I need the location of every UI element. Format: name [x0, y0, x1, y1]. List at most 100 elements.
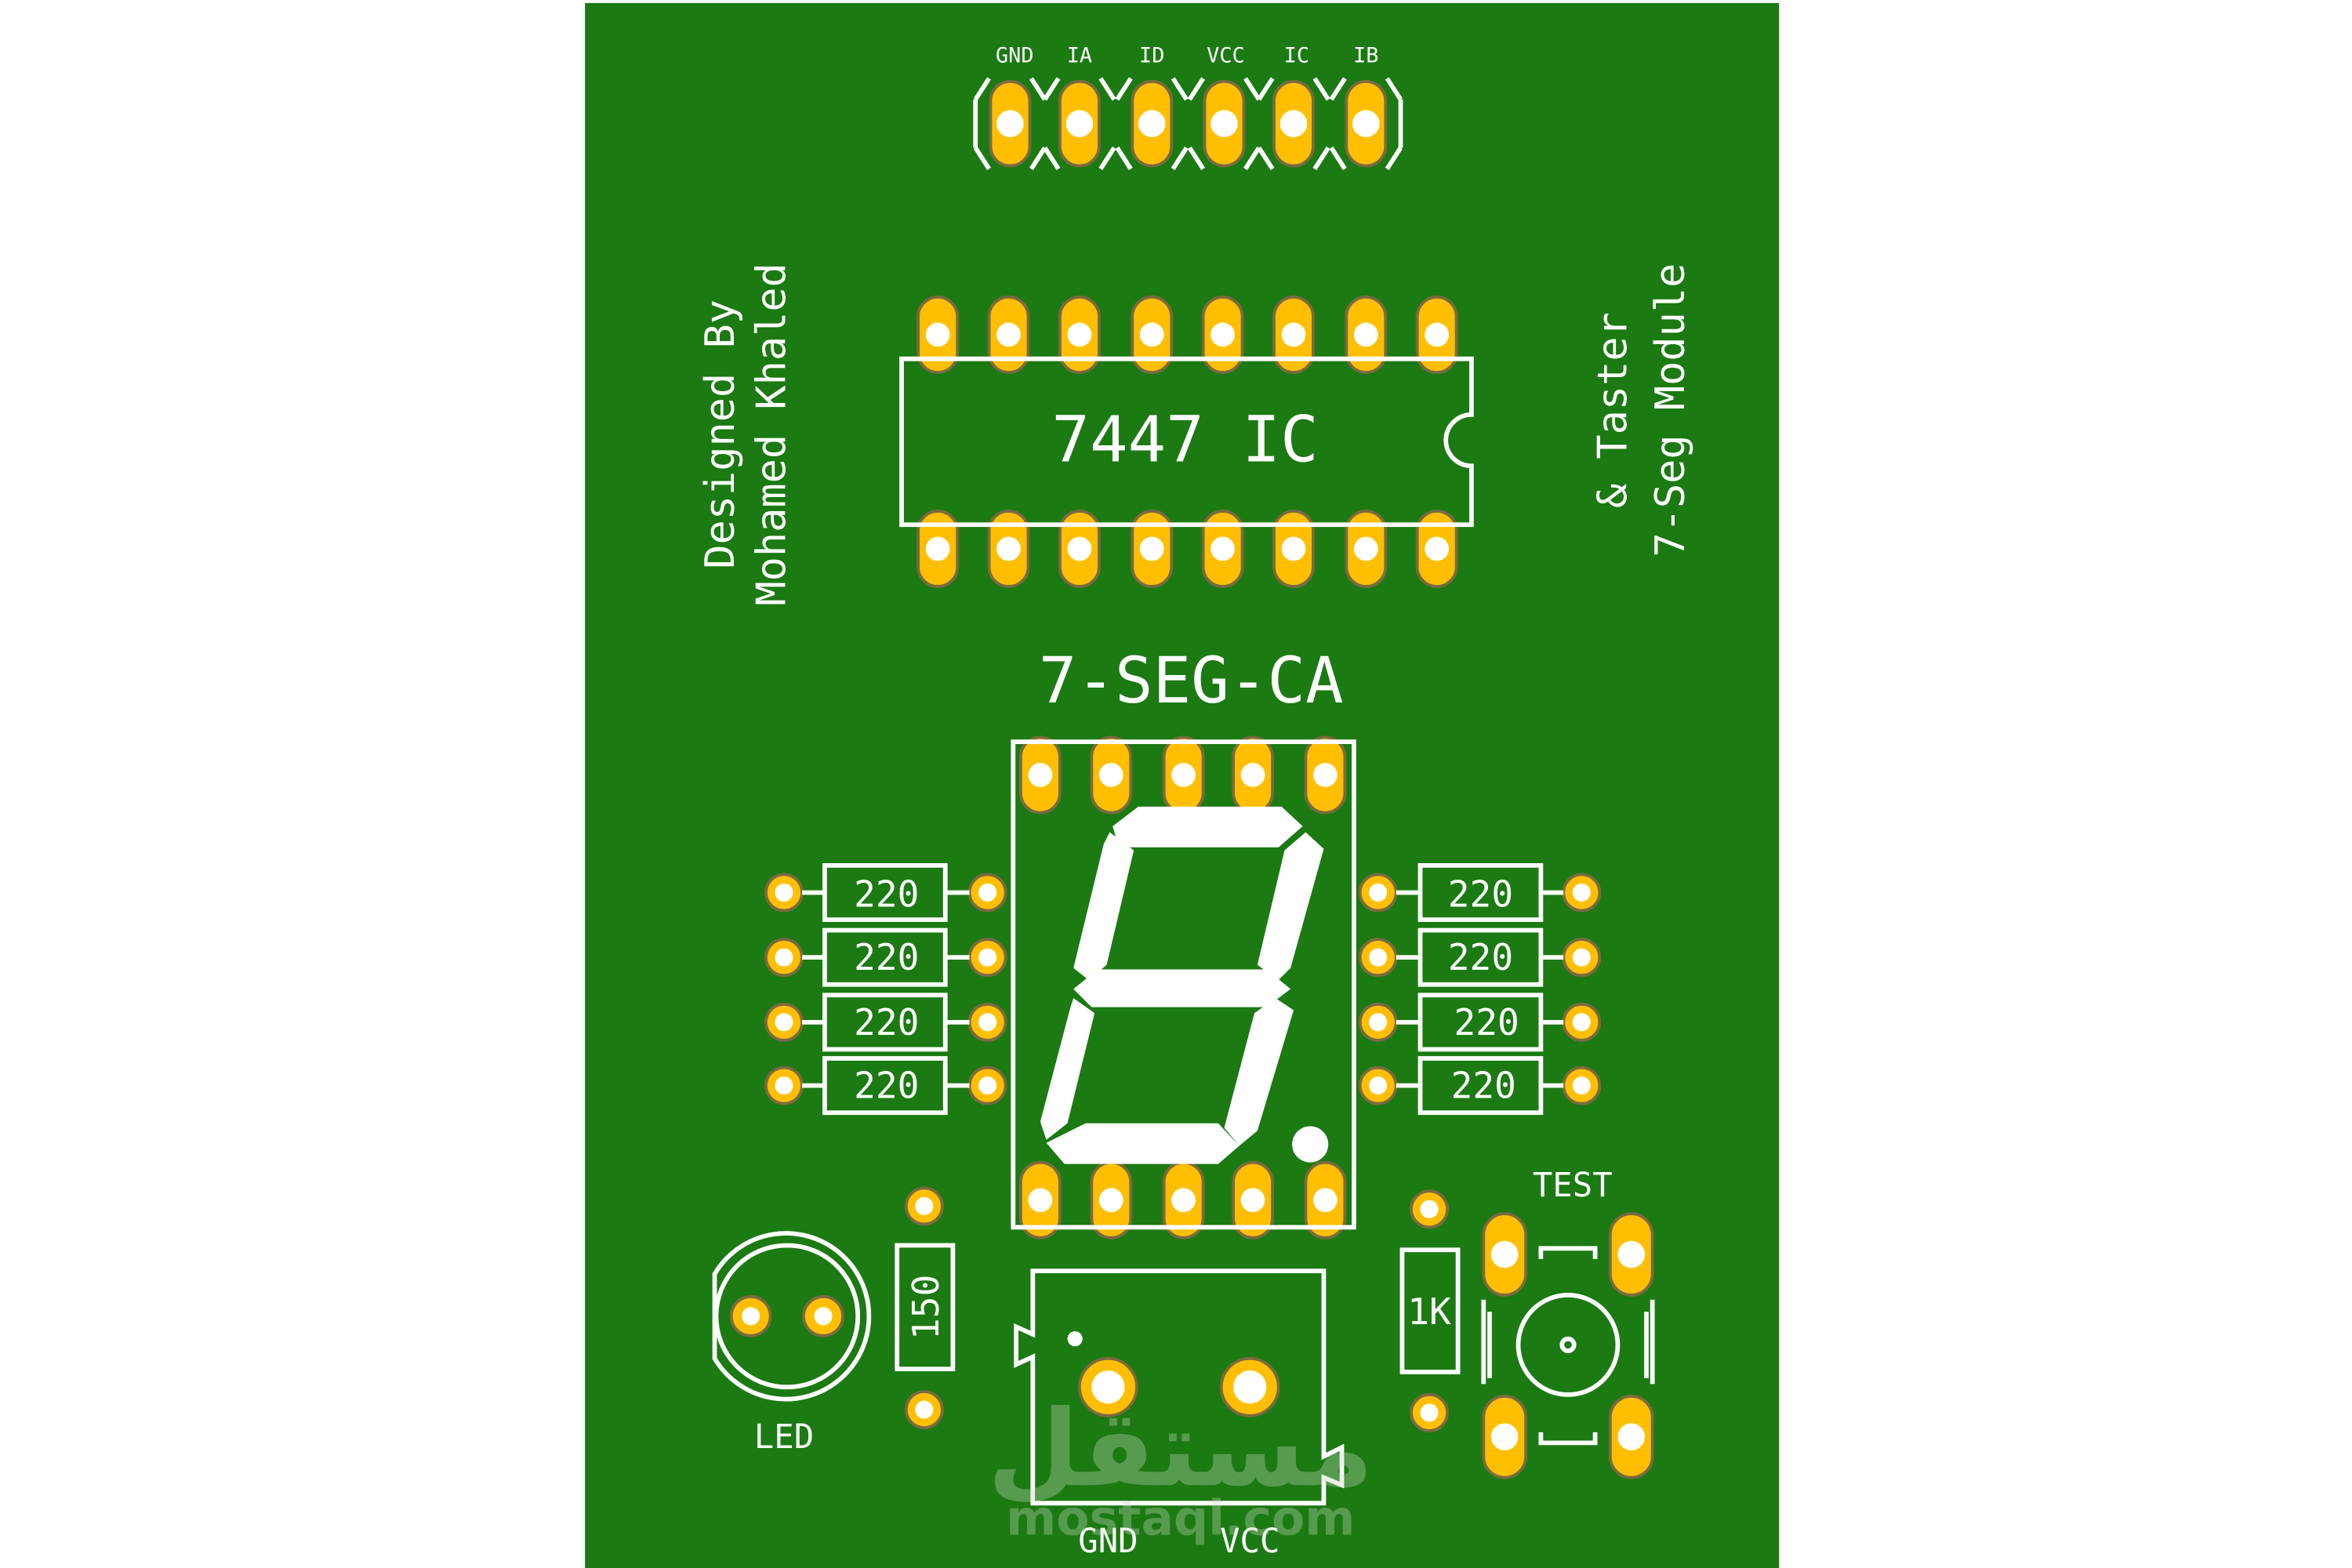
- drill-hole: [978, 1013, 997, 1032]
- drill-hole: [1171, 1188, 1196, 1213]
- drill-hole: [925, 322, 950, 347]
- header-label: IB: [1353, 44, 1378, 68]
- header-label: ID: [1139, 44, 1164, 68]
- drill-hole: [775, 1076, 793, 1095]
- drill-hole: [1369, 883, 1388, 902]
- display-outline: [1011, 739, 1356, 1230]
- resistor-label: 220: [1454, 1001, 1519, 1044]
- credits-line2: Mohamed Khaled: [749, 263, 796, 606]
- drill-hole: [1490, 1423, 1519, 1450]
- credits-line1: Designed By: [697, 299, 744, 569]
- ic-outline: [899, 356, 1474, 528]
- drill-hole: [1617, 1423, 1646, 1450]
- drill-hole: [1425, 322, 1450, 347]
- drill-hole: [925, 536, 950, 561]
- segment-b: [1257, 832, 1324, 980]
- resistor-label: 220: [854, 1001, 919, 1044]
- resistor-labels: 220 220 220 220 220 220 220 220: [854, 873, 1519, 1106]
- drill-hole: [1240, 1188, 1265, 1213]
- drill-hole: [996, 536, 1021, 561]
- drill-hole: [1067, 322, 1092, 347]
- drill-hole: [1369, 1013, 1388, 1032]
- header-label: VCC: [1207, 44, 1245, 68]
- drill-hole: [1353, 536, 1378, 561]
- ic-label: 7447 IC: [1051, 404, 1318, 477]
- resistor-bodies: [802, 862, 1564, 1116]
- segment-c: [1224, 998, 1294, 1146]
- resistor-label: 220: [1448, 936, 1513, 978]
- module-line1: & Taster: [1590, 312, 1637, 508]
- drill-hole: [996, 322, 1021, 347]
- drill-hole: [1313, 1188, 1338, 1213]
- drill-hole: [1240, 763, 1265, 787]
- header-label: IA: [1067, 44, 1092, 68]
- segment-a: [1112, 806, 1303, 848]
- led-label: LED: [754, 1417, 814, 1456]
- drill-hole: [1210, 536, 1235, 561]
- drill-hole: [915, 1196, 934, 1215]
- drill-hole: [742, 1307, 760, 1326]
- drill-hole: [1572, 948, 1591, 967]
- decimal-point: [1292, 1126, 1329, 1163]
- drill-hole: [775, 948, 793, 967]
- header-label: IC: [1284, 44, 1309, 68]
- segment-e: [1040, 998, 1095, 1140]
- pads: [729, 79, 1654, 1479]
- drill-hole: [814, 1307, 833, 1326]
- led-outline: [712, 1231, 872, 1402]
- drill-hole: [1572, 1013, 1591, 1032]
- drill-hole: [1313, 763, 1338, 787]
- display-label: 7-SEG-CA: [1039, 644, 1344, 718]
- drill-hole: [1171, 763, 1196, 787]
- led-resistor-body: [895, 1243, 956, 1372]
- resistor-label: 220: [854, 873, 919, 915]
- drill-hole: [1279, 110, 1308, 137]
- vcc-label: VCC: [1220, 1522, 1279, 1560]
- drill-hole: [1369, 948, 1388, 967]
- drill-hole: [1617, 1240, 1646, 1269]
- drill-hole: [1572, 1076, 1591, 1095]
- gnd-label: GND: [1078, 1522, 1138, 1560]
- power-connector-outline: [1014, 1269, 1345, 1506]
- drill-hole: [1420, 1200, 1439, 1218]
- button-outline: [1481, 1246, 1655, 1446]
- drill-hole: [1490, 1240, 1519, 1269]
- drill-hole: [1352, 110, 1380, 137]
- drill-hole: [1098, 763, 1123, 787]
- resistor-label: 220: [1448, 873, 1513, 915]
- drill-hole: [1028, 763, 1053, 787]
- drill-hole: [1281, 322, 1306, 347]
- segment-f: [1073, 832, 1134, 980]
- segment-g: [1073, 969, 1291, 1007]
- drill-hole: [1065, 110, 1094, 137]
- drill-hole: [775, 883, 793, 902]
- drill-hole: [1067, 536, 1092, 561]
- drill-hole: [1572, 883, 1591, 902]
- pin1-marker: [1067, 1331, 1083, 1347]
- drill-hole: [1210, 322, 1235, 347]
- module-line2: 7-Seg Module: [1647, 263, 1694, 557]
- drill-hole: [1233, 1370, 1267, 1404]
- drill-hole: [1139, 536, 1164, 561]
- drill-hole: [1098, 1188, 1123, 1213]
- drill-hole: [1353, 322, 1378, 347]
- drill-hole: [915, 1400, 934, 1419]
- drill-hole: [978, 883, 997, 902]
- button-resistor-label: 1K: [1407, 1290, 1451, 1333]
- drill-hole: [1210, 110, 1238, 137]
- drill-hole: [1420, 1403, 1439, 1422]
- seven-segment-digit: [1040, 806, 1329, 1164]
- header-labels: GND IA ID VCC IC IB: [996, 44, 1379, 68]
- button-resistor-body: [1399, 1247, 1461, 1374]
- drill-hole: [1425, 536, 1450, 561]
- drill-hole: [978, 948, 997, 967]
- header-label: GND: [996, 44, 1034, 68]
- drill-hole: [1369, 1076, 1388, 1095]
- drill-hole: [1139, 322, 1164, 347]
- watermark-site: mostaql.com: [1006, 1490, 1355, 1547]
- segment-d: [1046, 1123, 1240, 1164]
- drill-hole: [775, 1013, 793, 1032]
- resistor-label: 220: [1451, 1065, 1516, 1107]
- resistor-label: 220: [854, 1065, 919, 1107]
